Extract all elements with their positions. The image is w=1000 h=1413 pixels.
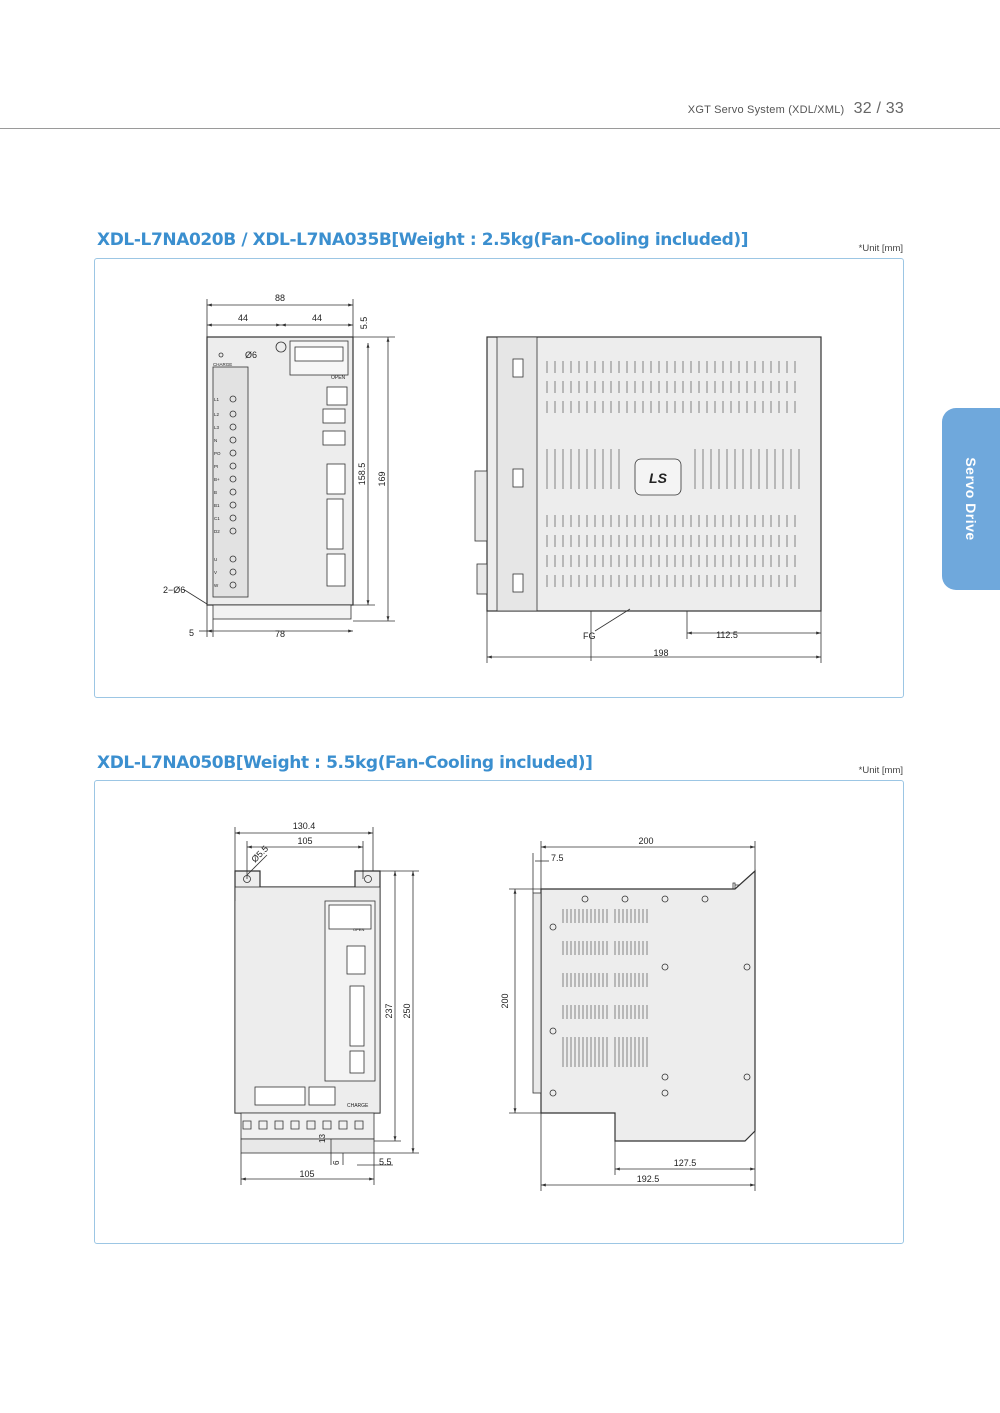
svg-text:L2: L2 [214, 412, 220, 417]
svg-text:N: N [214, 438, 217, 443]
dim-105-bottom: 105 [299, 1169, 314, 1179]
dim-5-5: 5.5 [359, 317, 369, 330]
system-label: XGT Servo System (XDL/XML) [687, 104, 845, 116]
charge-label-2: CHARGE [347, 1103, 369, 1109]
svg-text:W: W [214, 583, 219, 588]
dim-192-5: 192.5 [637, 1174, 660, 1184]
side-tab-servo-drive[interactable]: Servo Drive [942, 408, 1000, 590]
svg-text:V: V [214, 570, 217, 575]
svg-text:U: U [214, 557, 217, 562]
open-label-2: OPEN [353, 927, 364, 932]
dim-198: 198 [653, 648, 668, 658]
page-header: XGT Servo System (XDL/XML) 32 / 33 [688, 100, 904, 118]
svg-text:B: B [214, 490, 217, 495]
dim-13: 13 [318, 1134, 327, 1143]
dim-130-4: 130.4 [293, 821, 316, 831]
section1-unit-note: *Unit [mm] [858, 243, 903, 254]
charge-label-1: CHARGE [213, 362, 232, 367]
dim-112-5: 112.5 [716, 630, 738, 640]
section2-title: XDL-L7NA050B[Weight : 5.5kg(Fan-Cooling … [97, 753, 593, 773]
section2-drawing-panel: 130.4 105 Ø5.5 237 250 13 6 5.5 105 CHAR… [94, 780, 904, 1244]
vent-slots-2 [562, 909, 648, 1067]
svg-text:L1: L1 [214, 397, 220, 402]
section2-unit-note: *Unit [mm] [858, 765, 903, 776]
dim-105-top: 105 [297, 836, 312, 846]
front-view-2 [234, 870, 381, 1154]
side-tab-label: Servo Drive [963, 457, 979, 541]
dim-7-5: 7.5 [551, 853, 564, 863]
section2-drawing: 130.4 105 Ø5.5 237 250 13 6 5.5 105 CHAR… [234, 821, 756, 1191]
dim-127-5: 127.5 [674, 1158, 697, 1168]
svg-text:PO: PO [214, 451, 221, 456]
side-view-2 [509, 841, 756, 1191]
page-numbers: 32 / 33 [853, 100, 904, 117]
section1-drawing: 88 44 44 5.5 158.5 169 Ø6 2−Ø6 5 78 CHAR… [163, 293, 822, 663]
dim-88: 88 [275, 293, 285, 303]
section1-drawing-panel: 88 44 44 5.5 158.5 169 Ø6 2−Ø6 5 78 CHAR… [94, 258, 904, 698]
svg-text:PI: PI [214, 464, 218, 469]
dim-200-top: 200 [638, 836, 653, 846]
svg-text:L3: L3 [214, 425, 220, 430]
svg-text:B1: B1 [214, 503, 220, 508]
ls-logo: LS [649, 470, 668, 486]
dim-200-height: 200 [500, 993, 510, 1008]
dim-5-5-b: 5.5 [379, 1157, 392, 1167]
open-label-1: OPEN [331, 375, 346, 381]
dim-169: 169 [377, 471, 387, 486]
dim-44-right: 44 [312, 313, 322, 323]
dim-6: 6 [332, 1160, 341, 1165]
vent-slots-1 [546, 361, 800, 587]
holes-label-bottom: 2−Ø6 [163, 585, 185, 595]
section1-title: XDL-L7NA020B / XDL-L7NA035B[Weight : 2.5… [97, 230, 749, 250]
dim-5: 5 [189, 628, 194, 638]
front-view-1 [206, 336, 354, 620]
side-view-1 [474, 336, 822, 663]
hole-label-top: Ø6 [245, 350, 257, 360]
header-divider [0, 128, 1000, 129]
dim-158-5: 158.5 [357, 463, 367, 486]
dim-78: 78 [275, 629, 285, 639]
terminal-labels-1: L1 L2 L3 N PO PI B+ B B1 C1 D2 U V W [214, 397, 221, 588]
fg-label: FG [583, 631, 596, 641]
svg-text:D2: D2 [214, 529, 220, 534]
dim-44-left: 44 [238, 313, 248, 323]
dim-250: 250 [402, 1003, 412, 1018]
svg-text:C1: C1 [214, 516, 220, 521]
dim-237: 237 [384, 1003, 394, 1018]
svg-text:B+: B+ [214, 477, 220, 482]
